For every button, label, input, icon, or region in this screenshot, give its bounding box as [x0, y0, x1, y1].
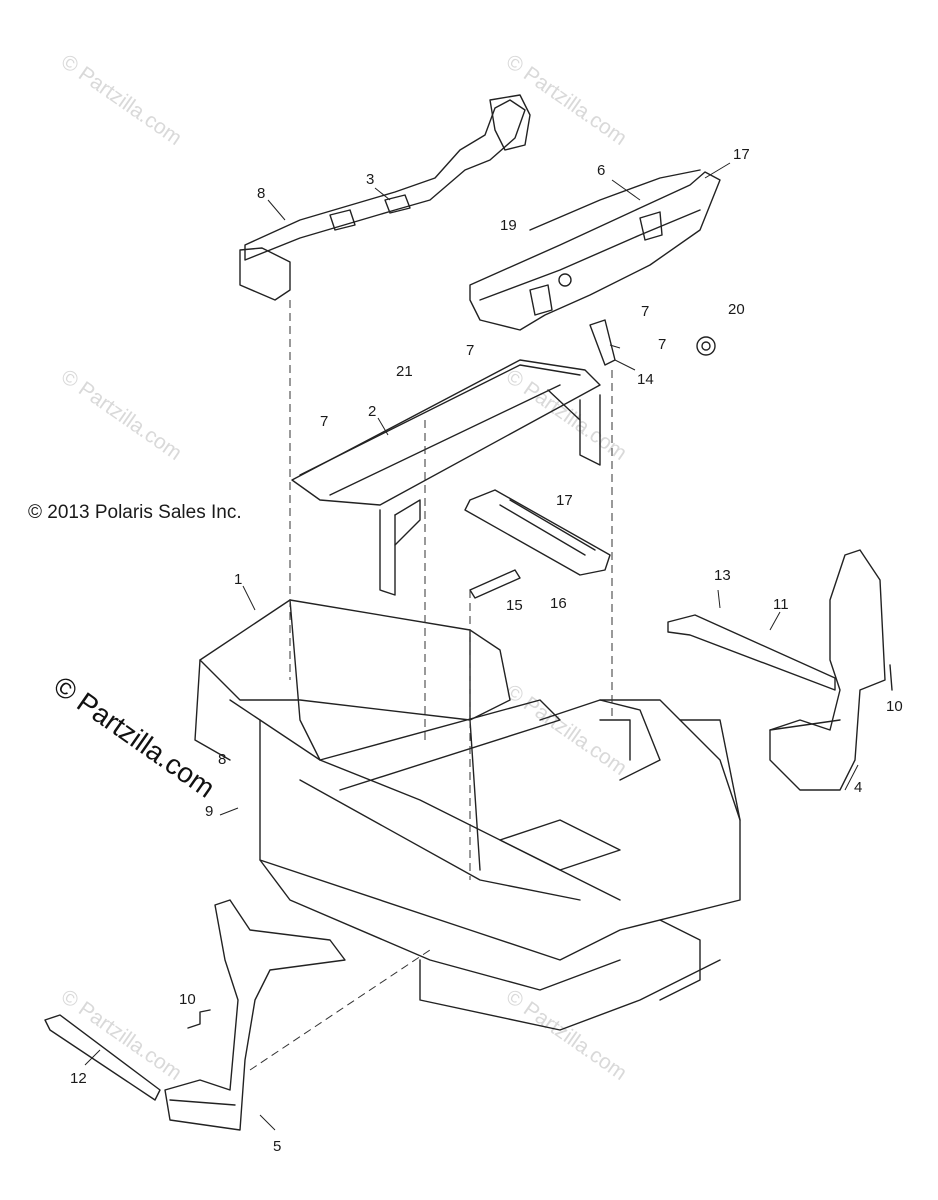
callout-7a: 7 [466, 342, 475, 359]
callout-20: 20 [728, 301, 745, 318]
part-4-bumper-right [769, 549, 886, 791]
callout-1: 1 [234, 571, 243, 588]
callout-8a: 8 [257, 185, 266, 202]
leader-line [717, 589, 721, 609]
callout-5: 5 [273, 1138, 282, 1155]
leader-line [609, 344, 621, 349]
part-3-upper-bar [239, 94, 531, 301]
callout-12: 12 [70, 1070, 87, 1087]
part-5-bumper-left [164, 899, 346, 1131]
callout-13: 13 [714, 567, 731, 584]
leader-line [844, 764, 859, 791]
part-2-cargo-frame [291, 359, 601, 596]
part-10-bolt-right [889, 664, 893, 691]
leader-line [614, 359, 636, 371]
callout-8b: 8 [218, 751, 227, 768]
part-12-skid-bar [44, 1014, 161, 1101]
callout-16: 16 [550, 595, 567, 612]
callout-6: 6 [597, 162, 606, 179]
leader-line [84, 1049, 101, 1066]
copyright-text: © 2013 Polaris Sales Inc. [28, 502, 242, 523]
leader-line [704, 162, 731, 179]
callout-14: 14 [637, 371, 654, 388]
callout-17a: 17 [733, 146, 750, 163]
callout-7b: 7 [320, 413, 329, 430]
leader-line [611, 179, 641, 201]
leader-line [267, 199, 286, 221]
leader-line [374, 187, 391, 201]
part-16-floor-panel [464, 489, 611, 576]
part-10-bolt-left [187, 1009, 211, 1029]
callout-3: 3 [366, 171, 375, 188]
callout-7d: 7 [658, 336, 667, 353]
callout-7c: 7 [641, 303, 650, 320]
callout-10a: 10 [179, 991, 196, 1008]
callout-17b: 17 [556, 492, 573, 509]
callout-19: 19 [500, 217, 517, 234]
part-1-main-frame [194, 599, 741, 1031]
leader-line [259, 1114, 276, 1131]
part-14-bracket [589, 319, 616, 366]
callout-21: 21 [396, 363, 413, 380]
leader-line [219, 807, 239, 816]
callout-4: 4 [854, 779, 863, 796]
part-15-bracket [469, 569, 521, 599]
callout-9: 9 [205, 803, 214, 820]
alignment-line [249, 949, 431, 1071]
part-11-cross-bar [667, 614, 836, 691]
callout-11: 11 [773, 596, 789, 613]
callout-2: 2 [368, 403, 377, 420]
part-20-knob [696, 336, 716, 356]
leader-line [769, 611, 781, 631]
leader-line [377, 417, 389, 436]
part-6-dash-panel [469, 169, 721, 331]
leader-line [242, 585, 256, 611]
callout-10b: 10 [886, 698, 903, 715]
callout-15: 15 [506, 597, 523, 614]
